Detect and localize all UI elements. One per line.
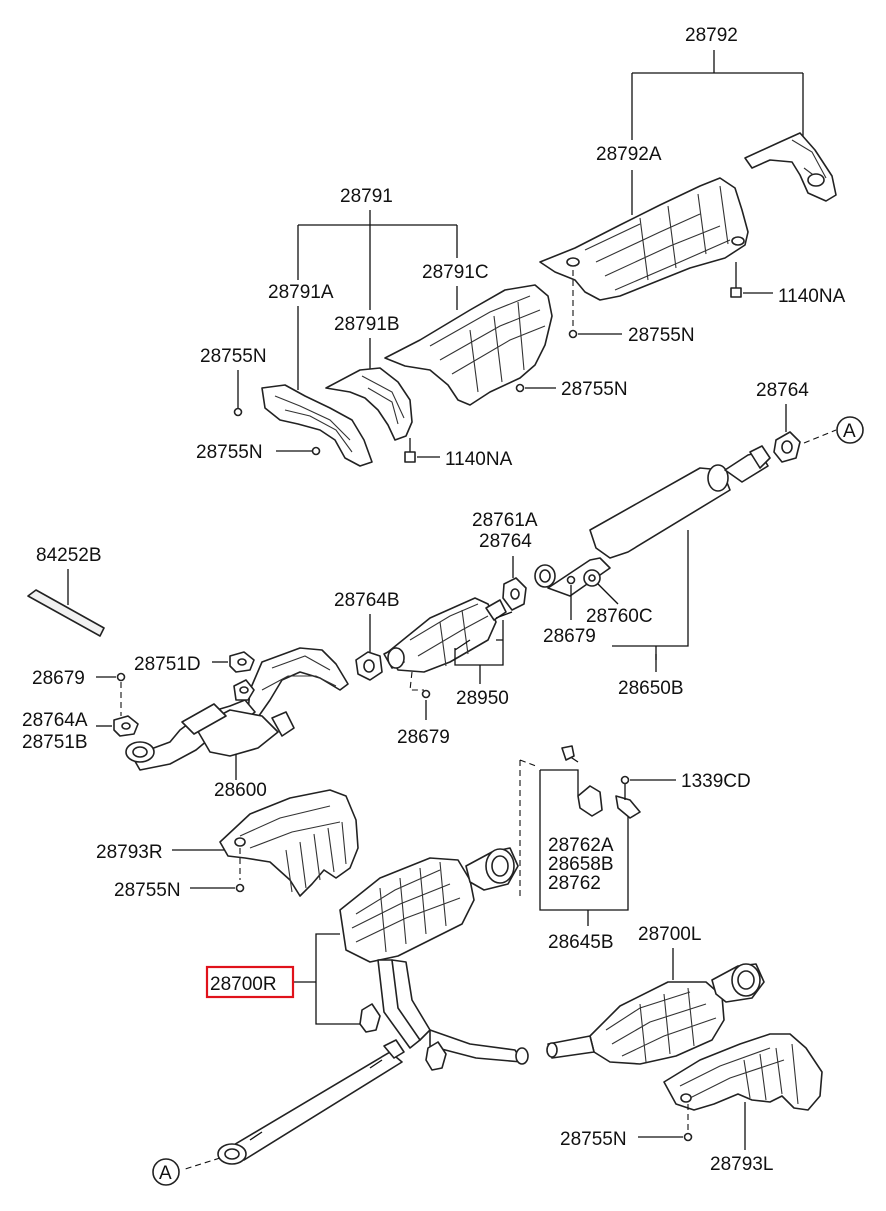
heat-protector-28793L: 28793L <box>663 1033 823 1175</box>
nut-28679-left: 28679 <box>32 668 126 716</box>
nut-28755N-b: 28755N <box>196 442 321 463</box>
heat-protector-28791C <box>384 284 553 406</box>
heat-protector-bracket-28792 <box>744 132 837 202</box>
label-28679-low[interactable]: 28679 <box>397 727 450 748</box>
label-28791C[interactable]: 28791C <box>422 262 489 283</box>
label-28760C[interactable]: 28760C <box>586 606 653 627</box>
label-28755N-a[interactable]: 28755N <box>200 346 267 367</box>
bracket-28650B: 28650B <box>612 530 689 699</box>
nut-28755N-e: 28755N <box>568 325 695 346</box>
exhaust-pipe-28600: 28600 <box>125 647 349 801</box>
label-28791B[interactable]: 28791B <box>334 314 400 335</box>
label-28755N-c[interactable]: 28755N <box>561 379 628 400</box>
label-28764A[interactable]: 28764A <box>22 710 88 731</box>
heat-protector-28791A <box>261 384 373 467</box>
label-A-top[interactable]: A <box>843 421 856 442</box>
nut-28755N-c: 28755N <box>515 379 628 400</box>
label-28645B[interactable]: 28645B <box>548 932 614 953</box>
label-28950[interactable]: 28950 <box>456 688 509 709</box>
label-28658B[interactable]: 28658B <box>548 854 614 875</box>
front-pipe-assembly: A <box>152 1039 405 1186</box>
gasket-28751D: 28751D <box>134 651 255 701</box>
nut-28679-low: 28679 <box>397 671 450 748</box>
center-muffler-28650B <box>534 445 771 597</box>
label-84252B[interactable]: 84252B <box>36 545 102 566</box>
heat-protector-28792A <box>539 177 749 301</box>
label-1140NA-right[interactable]: 1140NA <box>778 286 846 307</box>
nut-28679-mid: 28679 <box>543 575 596 647</box>
label-28700R[interactable]: 28700R <box>210 974 277 995</box>
label-28762A[interactable]: 28762A <box>548 835 614 856</box>
nut-28755N-a: 28755N <box>200 346 267 417</box>
label-28755N-b[interactable]: 28755N <box>196 442 263 463</box>
label-28793L[interactable]: 28793L <box>710 1154 773 1175</box>
hanger-28760C: 28760C <box>583 569 653 627</box>
label-28793R[interactable]: 28793R <box>96 842 163 863</box>
highlight-28700R: 28700R <box>205 933 360 1025</box>
label-28755N-e[interactable]: 28755N <box>628 325 695 346</box>
label-28751B[interactable]: 28751B <box>22 732 88 753</box>
label-28791[interactable]: 28791 <box>340 186 393 207</box>
label-28764B[interactable]: 28764B <box>334 590 400 611</box>
label-28764-top[interactable]: 28764 <box>756 380 809 401</box>
connector-a-top <box>836 416 864 444</box>
label-28679-mid[interactable]: 28679 <box>543 626 596 647</box>
gasket-28764-mid: 28761A 28764 <box>472 510 538 611</box>
label-A-bottom[interactable]: A <box>159 1163 172 1184</box>
label-1339CD[interactable]: 1339CD <box>681 771 751 792</box>
nut-28755N-d: 28755N <box>114 848 245 901</box>
connector-a-bottom <box>152 1158 180 1186</box>
catalytic-converter-28950: 28950 <box>383 597 513 709</box>
label-28650B[interactable]: 28650B <box>618 678 684 699</box>
gasket-28764A-28751B: 28764A 28751B <box>22 710 139 753</box>
label-28700L[interactable]: 28700L <box>638 924 701 945</box>
label-28762[interactable]: 28762 <box>548 873 601 894</box>
label-28751D[interactable]: 28751D <box>134 654 201 675</box>
nut-28755N-f: 28755N <box>560 1104 693 1150</box>
label-28764-mid[interactable]: 28764 <box>479 531 532 552</box>
label-28755N-d[interactable]: 28755N <box>114 880 181 901</box>
hanger-group-28645B: 1339CD 28762A 28658B 28762 28645B <box>519 745 751 953</box>
label-28792[interactable]: 28792 <box>685 25 738 46</box>
rear-muffler-28700L: 28700L <box>546 924 765 1065</box>
bolt-1140NA-left: 1140NA <box>404 438 513 470</box>
label-28791A[interactable]: 28791A <box>268 282 334 303</box>
gasket-28764-top: 28764 A <box>756 380 864 463</box>
label-28600[interactable]: 28600 <box>214 780 267 801</box>
gasket-28764B: 28764B <box>334 590 400 681</box>
highlight-box-28700R <box>205 965 295 999</box>
label-28792A[interactable]: 28792A <box>596 144 662 165</box>
rear-muffler-28700R <box>339 847 529 1071</box>
group-28791: 28791 28791A 28791B 28791C <box>268 186 489 390</box>
heat-protector-28791B <box>325 367 413 441</box>
label-28755N-f[interactable]: 28755N <box>560 1129 627 1150</box>
bolt-1140NA-right: 1140NA <box>730 262 846 307</box>
label-28761A[interactable]: 28761A <box>472 510 538 531</box>
strap-84252B: 84252B <box>27 545 105 637</box>
label-28679-left[interactable]: 28679 <box>32 668 85 689</box>
group-28792: 28792 28792A <box>596 25 804 215</box>
heat-protector-28793R: 28793R <box>96 789 359 897</box>
label-1140NA-left[interactable]: 1140NA <box>445 449 513 470</box>
